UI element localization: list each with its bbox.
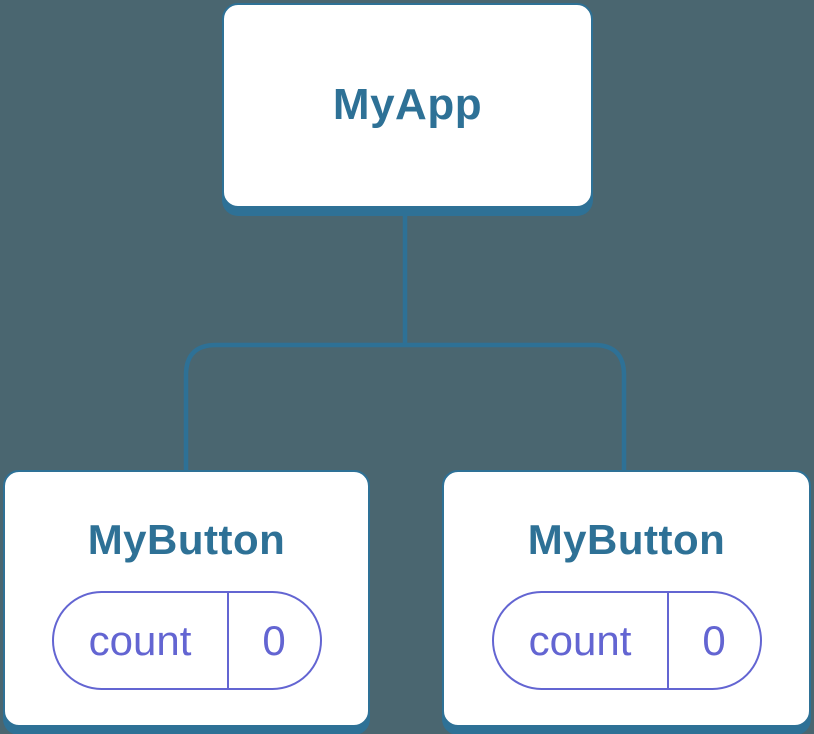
state-value-cell: 0 xyxy=(229,593,320,688)
state-value-label: 0 xyxy=(262,616,286,664)
root-node-label: MyApp xyxy=(332,80,483,130)
child-node-label: MyButton xyxy=(527,516,726,563)
node-mybutton-left: MyButton count 0 xyxy=(3,470,370,727)
state-key-cell: count xyxy=(54,593,229,689)
state-value-label: 0 xyxy=(702,616,726,664)
child-node-label: MyButton xyxy=(87,516,286,563)
state-key-label: count xyxy=(528,616,632,664)
state-key-cell: count xyxy=(494,593,669,689)
node-myapp: MyApp xyxy=(222,3,593,208)
state-value-cell: 0 xyxy=(669,593,760,688)
state-key-label: count xyxy=(88,616,192,664)
state-pill: count 0 xyxy=(491,591,762,691)
node-mybutton-right: MyButton count 0 xyxy=(442,470,811,727)
children-bracket-line xyxy=(183,342,627,471)
state-pill: count 0 xyxy=(51,591,322,691)
